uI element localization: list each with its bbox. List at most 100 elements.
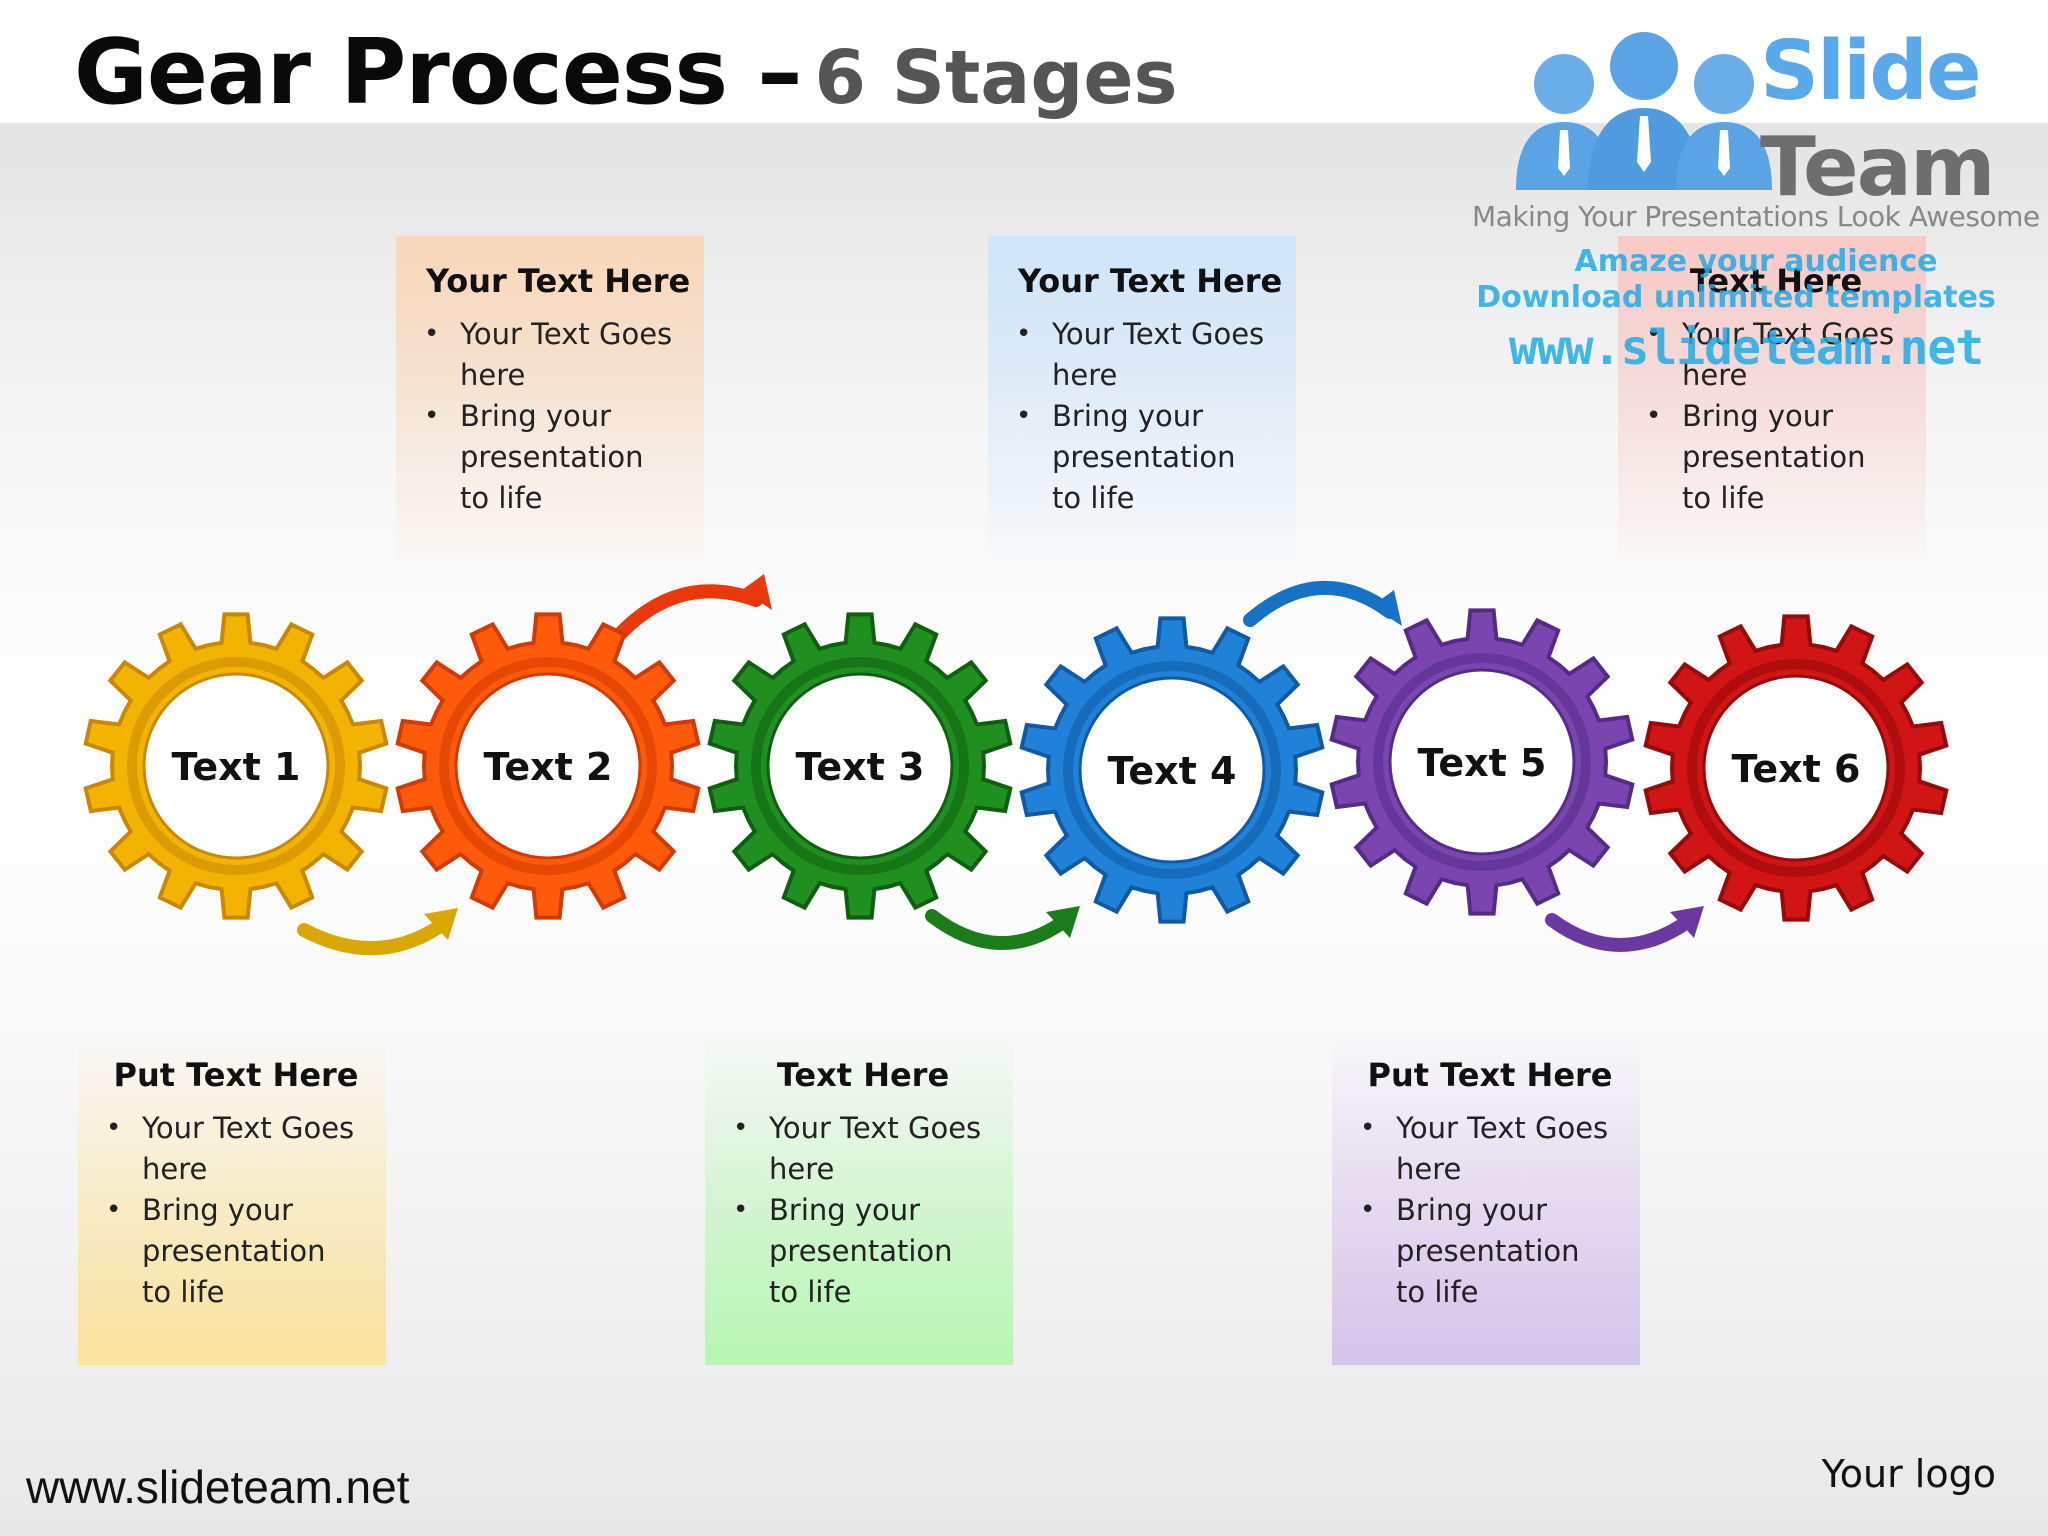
arrow-1 — [297, 908, 458, 956]
bullet-list: Your Text Goes hereBring your presentation… — [1360, 1108, 1618, 1313]
logo-word-slide: Slide — [1760, 24, 1982, 119]
arrow-shaft — [297, 915, 453, 956]
text-box-bottom-2: Text HereYour Text GoeshereBring your pre… — [705, 1030, 1013, 1365]
bullet-list: Your Text Goes hereBring your presentation… — [106, 1108, 364, 1313]
arrow-2 — [613, 574, 772, 641]
bullet-line: Bring your — [460, 399, 612, 433]
arrow-head — [1372, 590, 1402, 626]
bullet-line: here — [1052, 358, 1118, 392]
arrow-shaft — [925, 909, 1073, 951]
gear-label: Text 3 — [796, 745, 925, 789]
gear-5: Text 5 — [1329, 608, 1635, 916]
box-heading: Your Text Here — [1018, 262, 1283, 300]
bullet-line: Bring your — [769, 1193, 921, 1227]
bullet-line: presentation — [142, 1234, 326, 1268]
bullet-line: Your Text Goes — [769, 1111, 982, 1145]
bullet-item: Your Text Goes here — [1360, 1108, 1618, 1190]
bullet-line: presentation — [1052, 440, 1236, 474]
bullet-item: Bring your presentation to life — [733, 1190, 991, 1313]
bullet-line: Your Text Goes — [1052, 317, 1265, 351]
watermark-line-1: Amaze your audience — [1574, 244, 1938, 279]
box-heading: Text Here — [1689, 262, 1863, 300]
box-heading: Text Here — [776, 1056, 950, 1094]
bullet-line: presentation — [1682, 440, 1866, 474]
arrow-4 — [1243, 580, 1402, 627]
bullet-line: here — [142, 1152, 208, 1186]
bullet-line: Your Text Goes — [1396, 1111, 1609, 1145]
bullet-item: Your Text Goes here — [106, 1108, 364, 1190]
watermark-url: www.slideteam.net — [1508, 320, 1984, 376]
box-heading: Your Text Here — [426, 262, 691, 300]
bullet-item: Bring your presentation to life — [1016, 396, 1274, 519]
title-subtitle: 6 Stages — [814, 35, 1178, 121]
gear-4: Text 4 — [1019, 616, 1325, 924]
logo-word-team: Team — [1760, 120, 1995, 215]
bullet-item: Your Text Goes here — [1016, 314, 1274, 396]
arrow-shaft — [1545, 913, 1697, 952]
arrow-3 — [925, 906, 1080, 951]
bullet-line: to life — [142, 1275, 225, 1309]
bullet-item: Bring your presentation to life — [1360, 1190, 1618, 1313]
gear-body — [1019, 616, 1325, 924]
gear-ring — [127, 657, 345, 875]
bullet-line: to life — [769, 1275, 852, 1309]
footer-url: www.slideteam.net — [26, 1461, 410, 1513]
bullet-line: presentation — [769, 1234, 953, 1268]
box-heading: Put Text Here — [1367, 1056, 1613, 1094]
gear-3: Text 3 — [707, 612, 1013, 920]
gear-label: Text 5 — [1418, 741, 1547, 785]
gear-center — [1702, 674, 1890, 862]
gear-center — [1388, 668, 1576, 856]
bullet-line: to life — [460, 481, 543, 515]
bullet-list: Your Text GoeshereBring yourpresentation… — [424, 314, 682, 519]
gear-center — [454, 672, 642, 860]
slideteam-logo: Slide Team Making Your Presentations Loo… — [1466, 18, 2046, 378]
arrow-shaft — [613, 584, 763, 641]
gear-ring — [1373, 653, 1591, 871]
arrow-5 — [1545, 906, 1704, 952]
bullet-list: Your Text GoeshereBring yourpresentation… — [1646, 314, 1904, 519]
gear-center — [142, 672, 330, 860]
gear-label: Text 4 — [1108, 749, 1237, 793]
gear-6: Text 6 — [1643, 614, 1949, 922]
gear-1: Text 1 — [83, 612, 389, 920]
text-box-top-2: Your Text HereYour Text Goes hereBring yo… — [988, 236, 1296, 571]
bullet-line: here — [1396, 1152, 1462, 1186]
arrows-layer — [297, 574, 1704, 956]
bullet-line: Your Text Goes — [460, 317, 673, 351]
gear-label: Text 1 — [172, 745, 301, 789]
gear-body — [1329, 608, 1635, 916]
three-people-icon — [1516, 32, 1772, 190]
bullet-line: Bring your — [1052, 399, 1204, 433]
arrow-head — [1046, 906, 1080, 938]
gear-body — [707, 612, 1013, 920]
bullet-line: Bring your — [1396, 1193, 1548, 1227]
watermark-line-2: Download unlimited templates — [1476, 280, 1996, 315]
bullet-line: Your Text Goes — [142, 1111, 355, 1145]
bullet-line: to life — [1396, 1275, 1479, 1309]
text-box-bottom-1: Put Text HereYour Text Goes hereBring you… — [78, 1030, 386, 1365]
gear-ring — [751, 657, 969, 875]
bullet-list: Your Text GoeshereBring your presentation… — [733, 1108, 991, 1313]
bullet-line: presentation — [1396, 1234, 1580, 1268]
gear-label: Text 6 — [1732, 747, 1861, 791]
bullet-item: Bring your presentation to life — [106, 1190, 364, 1313]
bullet-line: here — [1682, 358, 1748, 392]
bullet-list: Your Text Goes hereBring your presentation… — [1016, 314, 1274, 519]
bullet-line: Bring your — [142, 1193, 294, 1227]
logo-placeholder: Your logo — [1821, 1452, 1996, 1496]
bullet-line: presentation — [460, 440, 644, 474]
bullet-line: to life — [1052, 481, 1135, 515]
text-box-bottom-3: Put Text HereYour Text Goes hereBring you… — [1332, 1030, 1640, 1365]
bullet-line: to life — [1682, 481, 1765, 515]
arrow-head — [1670, 906, 1704, 938]
gear-ring — [439, 657, 657, 875]
title-main: Gear Process – — [74, 20, 802, 125]
text-box-top-1: Your Text HereYour Text GoeshereBring yo… — [396, 236, 704, 571]
box-heading: Put Text Here — [113, 1056, 359, 1094]
arrow-head — [424, 908, 458, 940]
